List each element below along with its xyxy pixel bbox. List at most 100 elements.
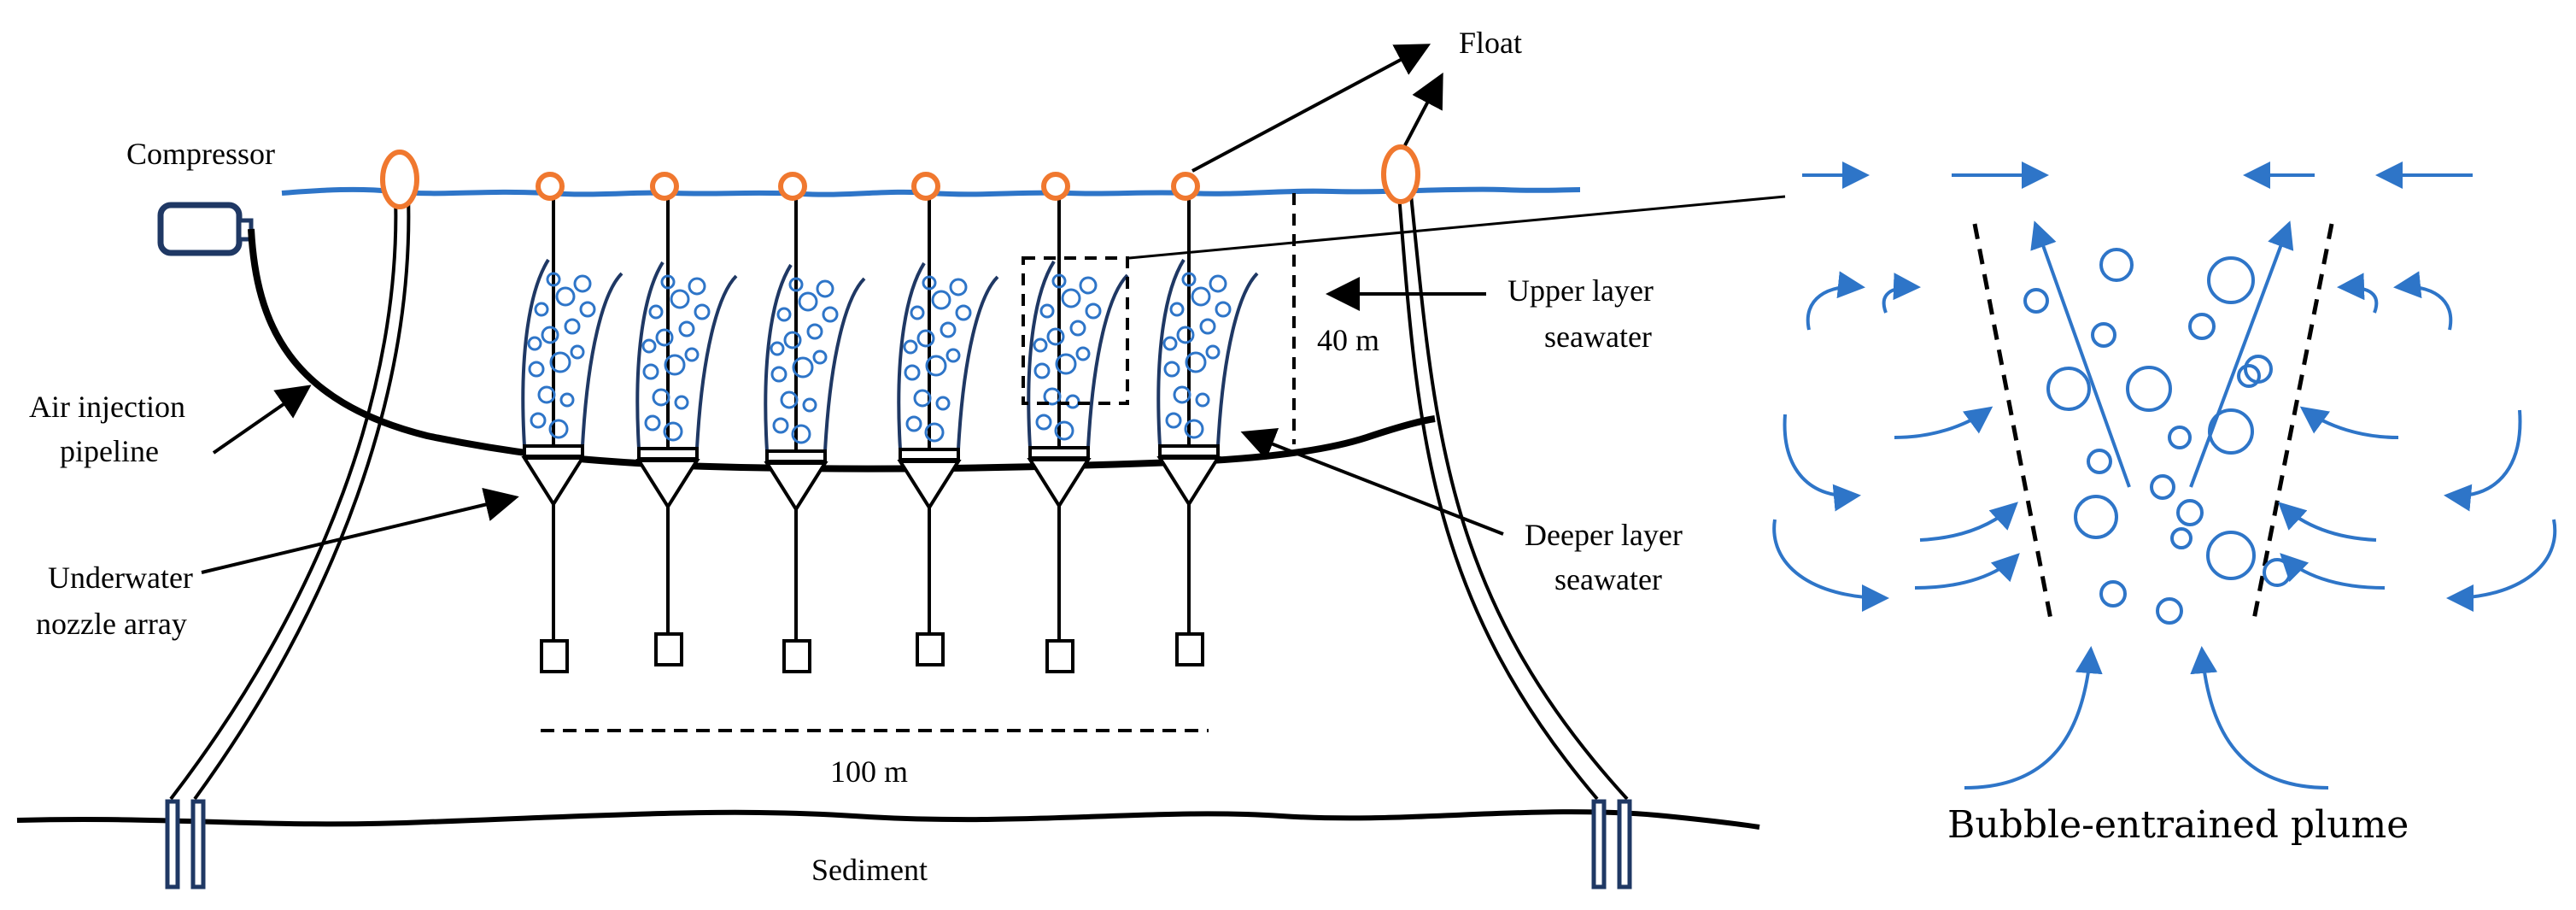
- entrainment-arrow: [1882, 273, 1921, 314]
- plume-boundary-left: [1972, 223, 2054, 625]
- bubble: [2023, 288, 2049, 314]
- entrainment-arrow: [1964, 646, 2103, 790]
- bubble: [2126, 366, 2172, 412]
- bubble: [579, 301, 596, 318]
- bubble: [922, 275, 937, 291]
- float-small: [911, 172, 940, 201]
- bubble: [1075, 346, 1091, 361]
- nozzle-unit: [897, 172, 999, 666]
- bubble: [641, 338, 657, 354]
- bubble: [791, 424, 811, 444]
- upper-layer-label-1: Upper layer: [1508, 273, 1654, 308]
- nozzle-label-2: nozzle array: [36, 607, 187, 641]
- bubble: [1205, 344, 1221, 360]
- bubble: [816, 279, 834, 298]
- bubble: [1176, 326, 1195, 344]
- bubble: [2091, 322, 2116, 348]
- air-injection-label-2: pipeline: [60, 434, 159, 468]
- nozzle-bar: [1158, 444, 1220, 458]
- nozzle-label-1: Underwater: [48, 561, 193, 595]
- bubble: [1191, 286, 1211, 307]
- bubble: [1039, 303, 1055, 319]
- bubble: [949, 278, 968, 296]
- plume-wall-left: [1156, 258, 1186, 447]
- plume-wall-right: [695, 274, 738, 449]
- bubble: [541, 326, 559, 344]
- nozzle-bar: [899, 448, 960, 461]
- bubble: [1046, 327, 1065, 346]
- entrainment-arrow: [1894, 406, 1993, 439]
- bubble: [1195, 392, 1210, 408]
- bubble: [913, 389, 932, 408]
- nozzle-bar: [765, 449, 827, 463]
- bubble: [684, 347, 700, 362]
- bubble: [546, 272, 561, 287]
- right-mooring-line-2: [1409, 194, 1629, 801]
- air-injection-label-1: Air injection: [29, 390, 185, 424]
- bubble: [1184, 419, 1204, 439]
- anchor-left: [165, 799, 206, 889]
- bubble: [770, 366, 787, 383]
- plume-wall-left: [764, 263, 793, 452]
- bubble: [802, 397, 817, 413]
- nozzle-arrow: [201, 487, 519, 574]
- float-large-right: [1381, 144, 1420, 204]
- float-label: Float: [1459, 26, 1522, 60]
- bubble: [940, 321, 957, 338]
- bubble: [2150, 474, 2175, 500]
- float-small: [650, 172, 679, 201]
- bubble: [1199, 318, 1216, 335]
- bubble: [664, 354, 686, 376]
- bubble: [935, 396, 951, 411]
- bubble: [783, 331, 802, 349]
- nozzle-bar: [1028, 446, 1090, 460]
- bubble: [903, 339, 918, 355]
- bubble: [946, 348, 961, 363]
- bubble: [2156, 597, 2183, 625]
- upper-layer-label-2: seawater: [1544, 320, 1652, 354]
- bubble: [655, 328, 674, 347]
- entrainment-arrow: [1772, 519, 1889, 612]
- bubble: [2046, 367, 2091, 411]
- entrainment-arrow: [2190, 646, 2329, 790]
- bubble: [674, 395, 689, 410]
- bubble: [1035, 414, 1052, 431]
- bubble: [1163, 361, 1180, 378]
- bubble: [534, 302, 549, 317]
- float-small: [536, 172, 565, 201]
- plume-title: Bubble-entrained plume: [1947, 803, 2409, 847]
- bubble: [642, 363, 659, 380]
- weight-block: [1175, 632, 1204, 666]
- bubble: [2207, 256, 2255, 304]
- weight-block: [1045, 639, 1074, 673]
- nozzle-unit: [635, 172, 738, 666]
- deeper-layer-label-1: Deeper layer: [1525, 518, 1683, 552]
- bubble: [1209, 274, 1227, 293]
- bubble: [2074, 495, 2118, 539]
- plume-wall-right: [957, 275, 999, 450]
- bubble: [1165, 412, 1182, 429]
- entrainment-arrow: [1919, 502, 2018, 542]
- bubble: [924, 422, 945, 443]
- bubble: [776, 307, 792, 322]
- float-small: [1041, 172, 1070, 201]
- bubble: [1181, 272, 1197, 287]
- deeper-layer-label-2: seawater: [1554, 562, 1662, 596]
- bubble: [2208, 408, 2254, 455]
- bubble: [670, 289, 690, 309]
- bubble: [822, 306, 839, 323]
- bubble: [1169, 302, 1185, 317]
- bubble: [931, 290, 951, 310]
- plume-wall-left: [1027, 260, 1056, 449]
- bubble: [1185, 351, 1207, 373]
- plume-boundary-right: [2251, 223, 2334, 625]
- bubble: [1061, 288, 1081, 308]
- bubble: [916, 329, 935, 348]
- bubble: [2087, 449, 2112, 474]
- bubble: [2168, 426, 2192, 449]
- bubble: [1033, 362, 1051, 379]
- float-small: [1171, 172, 1200, 201]
- compressor-label: Compressor: [126, 137, 275, 171]
- float-small: [778, 172, 807, 201]
